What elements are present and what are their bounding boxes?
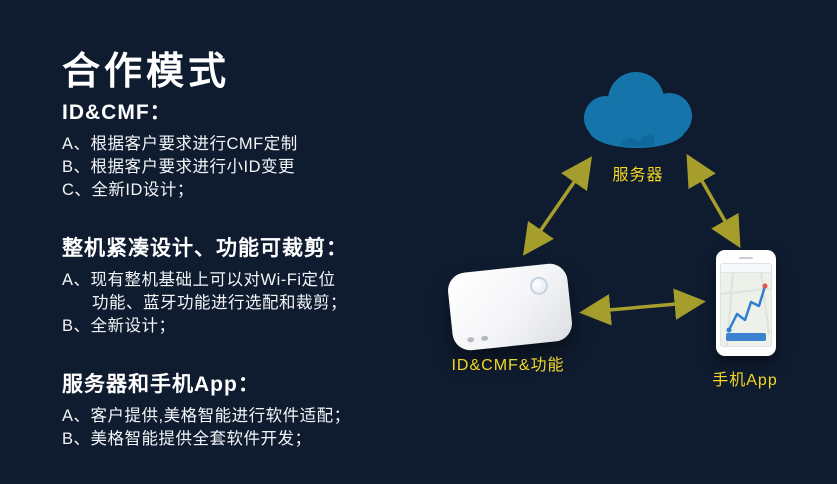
bullet-line: B、根据客户要求进行小ID变更 [62, 158, 296, 176]
device-label: ID&CMF&功能 [451, 357, 565, 374]
section-heading: ID&CMF： [62, 101, 172, 124]
bullet-line: B、美格智能提供全套软件开发； [62, 430, 312, 448]
server-label: 服务器 [612, 167, 664, 184]
bullet-line: B、全新设计； [62, 317, 176, 335]
cloud-icon [584, 72, 692, 148]
phone-map-button [726, 333, 766, 341]
device-ports [466, 335, 489, 343]
section-id-cmf: ID&CMF： A、根据客户要求进行CMF定制 B、根据客户要求进行小ID变更 … [62, 96, 457, 202]
bullet-line-continuation: 功能、蓝牙功能进行选配和裁剪； [92, 294, 347, 312]
device-emblem [529, 275, 549, 296]
section-heading: 整机紧凑设计、功能可裁剪： [62, 237, 348, 260]
smartphone-icon [716, 250, 776, 356]
phone-speaker [739, 257, 753, 259]
section-design: 整机紧凑设计、功能可裁剪： A、现有整机基础上可以对Wi-Fi定位 功能、蓝牙功… [62, 232, 457, 338]
map-route-icon [721, 272, 771, 346]
bullet-line: A、客户提供,美格智能进行软件适配； [62, 407, 351, 425]
bullet-line: A、根据客户要求进行CMF定制 [62, 135, 298, 153]
server-node [572, 62, 704, 154]
arrow-device-phone [579, 288, 706, 326]
phone-label: 手机App [712, 372, 778, 389]
bullet-line: A、现有整机基础上可以对Wi-Fi定位 [62, 271, 336, 289]
phone-appbar [721, 264, 771, 273]
section-heading: 服务器和手机App： [62, 373, 260, 396]
text-column: ID&CMF： A、根据客户要求进行CMF定制 B、根据客户要求进行小ID变更 … [62, 96, 457, 481]
page-title: 合作模式 [62, 51, 231, 93]
tracker-device-icon [446, 261, 574, 353]
phone-screen [720, 263, 772, 347]
section-server-app: 服务器和手机App： A、客户提供,美格智能进行软件适配； B、美格智能提供全套… [62, 368, 457, 451]
bullet-line: C、全新ID设计； [62, 181, 194, 199]
